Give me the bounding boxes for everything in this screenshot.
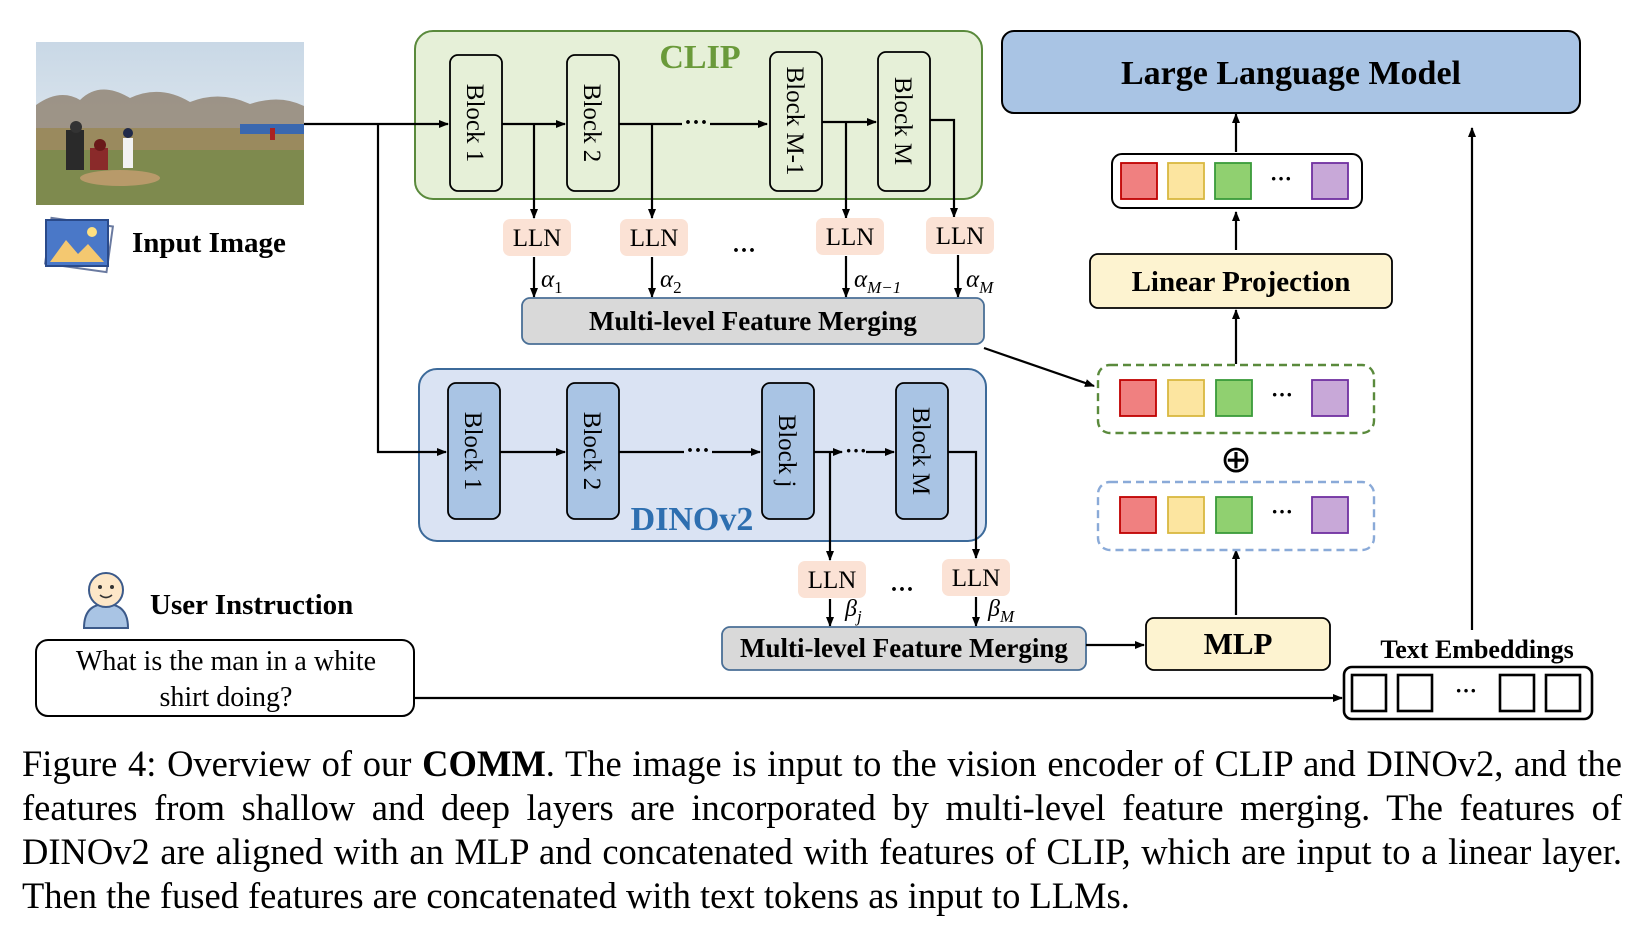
text-embeddings-label: Text Embeddings	[1380, 635, 1573, 664]
text-token-2	[1396, 673, 1434, 713]
clip-lln-3-label: LLN	[826, 224, 875, 251]
clip-arrows	[502, 118, 958, 219]
caption-method-name: COMM	[422, 743, 546, 784]
text-token-ellipsis: ···	[1455, 678, 1477, 703]
fused-token-green	[1214, 162, 1252, 200]
user-question-line-2: shirt doing?	[160, 682, 293, 713]
dino-lln-2-label: LLN	[952, 565, 1001, 592]
clip-lln-1-label: LLN	[513, 225, 562, 252]
clip-lln-3	[816, 218, 884, 255]
clip-block-1-label: Block 1	[461, 84, 488, 162]
linear-projection-box	[1089, 253, 1393, 309]
clip-block-m-1-label: Block M-1	[781, 66, 808, 175]
clip-alpha-1: α1	[541, 266, 563, 297]
dino-lln-ellipsis: ···	[890, 577, 914, 603]
user-icon	[82, 572, 130, 629]
user-instruction-label: User Instruction	[150, 589, 353, 621]
clip-lln-4	[926, 217, 994, 254]
user-question-box	[35, 639, 415, 717]
linear-projection-label: Linear Projection	[1132, 266, 1351, 298]
dino-token-green	[1215, 496, 1253, 534]
clip-token-green	[1215, 379, 1253, 417]
clip-block-2-label: Block 2	[578, 84, 605, 162]
dino-merge-label: Multi-level Feature Merging	[740, 633, 1068, 663]
dino-lln-arrows	[826, 597, 980, 627]
clip-lln-2	[620, 219, 688, 256]
clip-lln-ellipsis: ···	[732, 238, 756, 264]
clip-alpha-m-1: αM−1	[854, 266, 901, 297]
dino-lln-2	[942, 559, 1010, 596]
mlp-box	[1145, 617, 1331, 671]
input-routing-arrows	[304, 113, 1476, 702]
clip-lln-2-label: LLN	[630, 225, 679, 252]
input-photo	[36, 42, 304, 205]
text-token-3	[1498, 673, 1536, 713]
clip-lln-1	[503, 219, 571, 256]
dino-block-ellipsis-1: ···	[686, 438, 710, 464]
concat-plus-icon: ⊕	[1220, 437, 1252, 481]
dino-block-2-label: Block 2	[578, 412, 605, 490]
dino-lln-1	[798, 561, 866, 598]
clip-token-yellow	[1167, 379, 1205, 417]
user-question-line-1: What is the man in a white	[76, 646, 376, 677]
dino-token-red	[1119, 496, 1157, 534]
llm-title: Large Language Model	[1121, 55, 1461, 92]
text-token-1	[1350, 673, 1388, 713]
clip-token-ellipsis: ···	[1271, 382, 1293, 407]
clip-lln-arrows	[530, 255, 962, 298]
fused-token-yellow	[1167, 162, 1205, 200]
clip-token-red	[1119, 379, 1157, 417]
dino-lln-1-label: LLN	[808, 567, 857, 594]
dino-block-j-label: Block j	[773, 415, 800, 488]
fused-token-purple	[1311, 162, 1349, 200]
clip-merge-label: Multi-level Feature Merging	[589, 306, 917, 336]
clip-merge-box	[521, 297, 985, 345]
dino-token-yellow	[1167, 496, 1205, 534]
clip-encoder-box	[414, 30, 983, 200]
fused-token-red	[1120, 162, 1158, 200]
fused-token-ellipsis: ···	[1270, 166, 1292, 191]
clip-alpha-2: α2	[660, 266, 682, 297]
text-token-4	[1544, 673, 1582, 713]
dino-token-ellipsis: ···	[1271, 499, 1293, 524]
dino-beta-j: βj	[844, 596, 862, 626]
clip-lln-4-label: LLN	[936, 223, 985, 250]
clip-block-m	[877, 51, 931, 192]
image-icon	[43, 216, 115, 274]
input-image-label: Input Image	[132, 227, 286, 259]
clip-block-m-label: Block M	[889, 77, 916, 165]
dino-beta-m: βM	[987, 596, 1015, 626]
dino-block-1-label: Block 1	[459, 412, 486, 490]
clip-block-ellipsis: ···	[684, 110, 708, 136]
dino-arrows	[500, 448, 980, 561]
clip-token-purple	[1311, 379, 1349, 417]
dino-block-m-label: Block M	[907, 407, 934, 495]
figure-caption: Figure 4: Overview of our COMM. The imag…	[22, 742, 1622, 918]
caption-body: . The image is input to the vision encod…	[22, 743, 1622, 916]
clip-alpha-m: αM	[966, 266, 994, 297]
mlp-label: MLP	[1204, 626, 1273, 661]
clip-title: CLIP	[659, 39, 740, 76]
dino-merge-box	[721, 626, 1087, 671]
dino-token-purple	[1311, 496, 1349, 534]
llm-box	[1001, 30, 1581, 114]
comm-architecture-diagram: Input Image CLIP Block 1 Block 2 Block M…	[35, 30, 1594, 721]
dino-encoder-box	[418, 368, 987, 542]
dino-title: DINOv2	[631, 501, 754, 538]
caption-prefix: Figure 4: Overview of our	[22, 743, 423, 784]
dino-block-ellipsis-2: ···	[845, 438, 867, 463]
